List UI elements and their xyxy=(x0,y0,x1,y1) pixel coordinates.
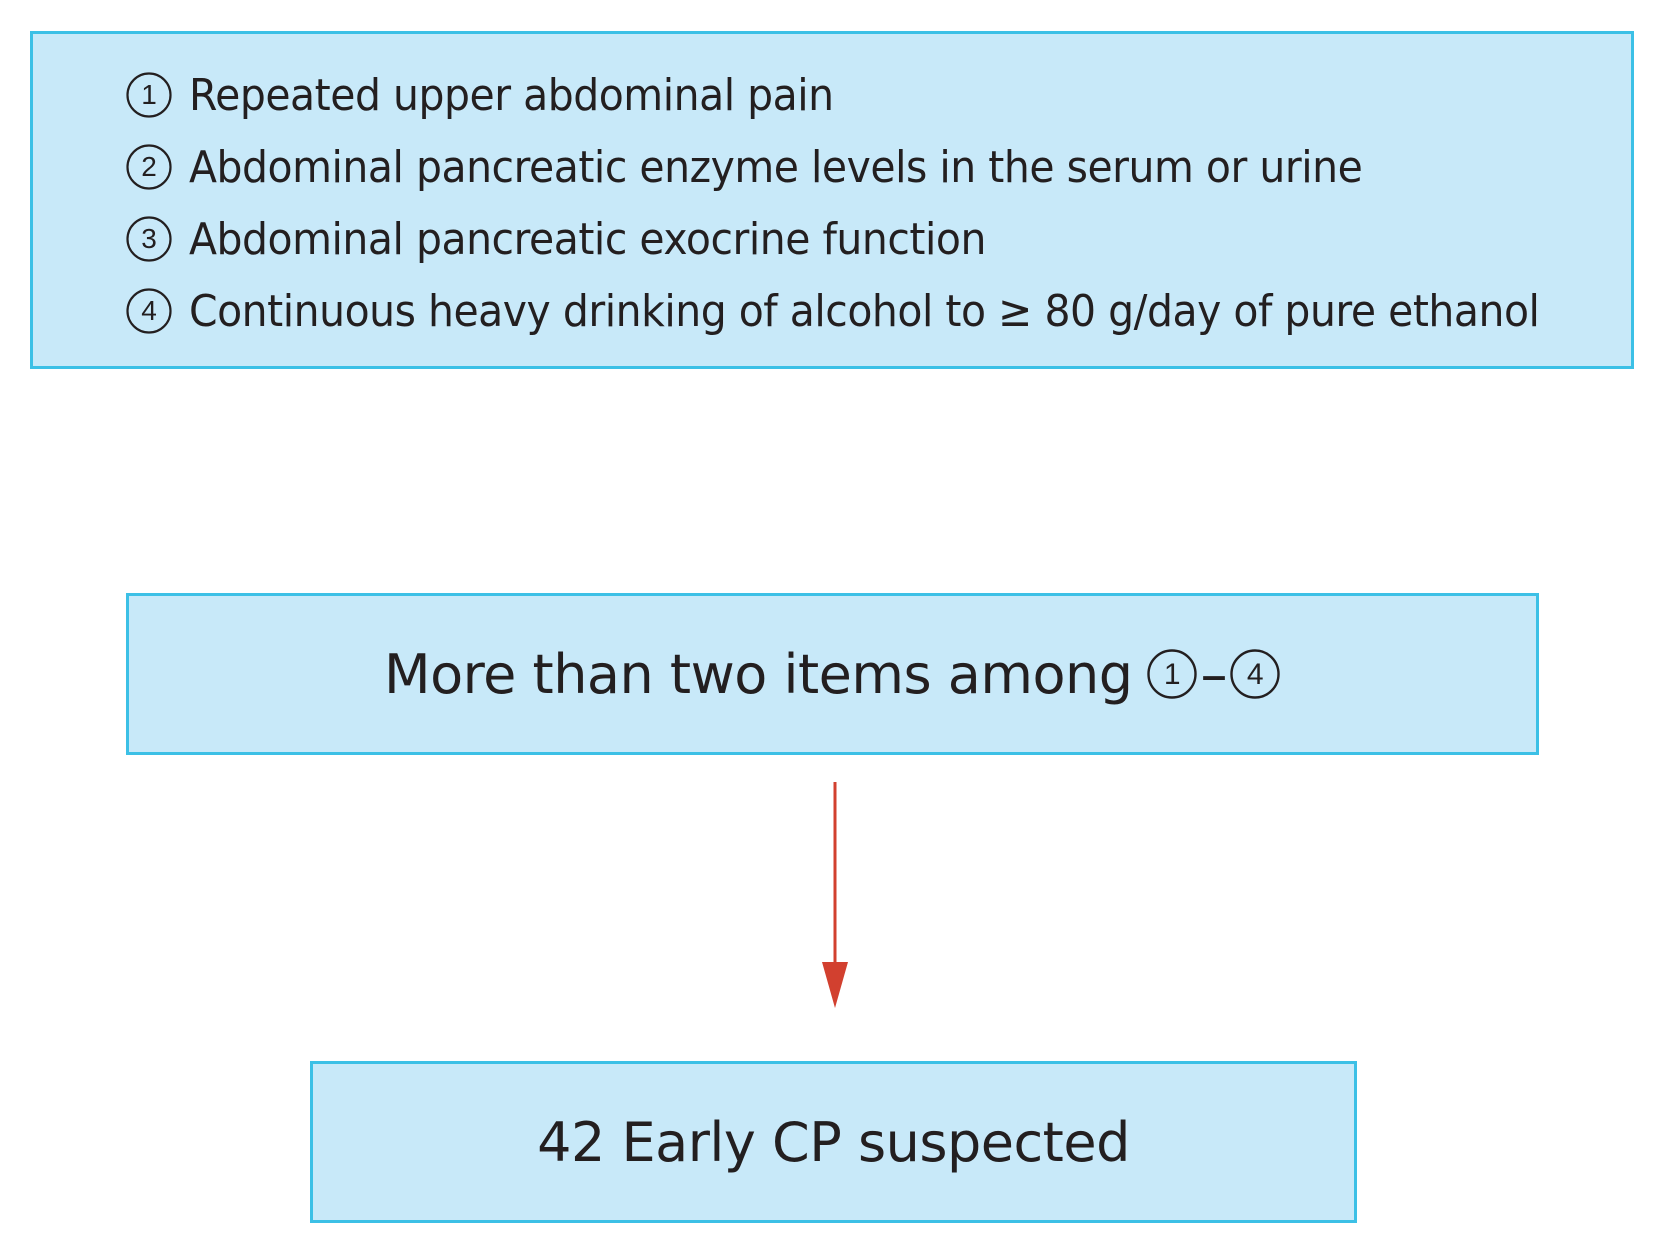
circled-number-1-icon: 1 xyxy=(1146,648,1198,700)
criteria-list-box: 1 Repeated upper abdominal pain 2 Abdomi… xyxy=(30,31,1634,369)
criteria-item-4: 4 Continuous heavy drinking of alcohol t… xyxy=(125,275,1631,347)
condition-line: More than two items among 1 – 4 xyxy=(384,643,1281,706)
criteria-item-2: 2 Abdominal pancreatic enzyme levels in … xyxy=(125,131,1631,203)
circled-number-4-icon: 4 xyxy=(1229,648,1281,700)
result-text: 42 Early CP suspected xyxy=(537,1110,1130,1174)
criteria-item-3: 3 Abdominal pancreatic exocrine function xyxy=(125,203,1631,275)
range-dash: – xyxy=(1200,642,1227,706)
criteria-item-text: Abdominal pancreatic enzyme levels in th… xyxy=(189,141,1363,193)
circled-number-3-icon: 3 xyxy=(125,215,173,263)
down-arrow-icon xyxy=(822,782,848,1008)
svg-text:1: 1 xyxy=(1164,658,1180,691)
svg-text:1: 1 xyxy=(141,79,157,110)
svg-text:4: 4 xyxy=(1247,658,1263,691)
condition-text: More than two items among xyxy=(384,642,1133,706)
result-box: 42 Early CP suspected xyxy=(310,1061,1357,1223)
svg-text:4: 4 xyxy=(141,295,157,326)
circled-number-2-icon: 2 xyxy=(125,143,173,191)
circled-number-1-icon: 1 xyxy=(125,71,173,119)
circled-number-4-icon: 4 xyxy=(125,287,173,335)
svg-text:3: 3 xyxy=(141,223,157,254)
svg-text:2: 2 xyxy=(141,151,157,182)
criteria-item-text: Repeated upper abdominal pain xyxy=(189,69,834,121)
criteria-item-text: Abdominal pancreatic exocrine function xyxy=(189,213,986,265)
criteria-item-text: Continuous heavy drinking of alcohol to … xyxy=(189,285,1540,337)
criteria-item-1: 1 Repeated upper abdominal pain xyxy=(125,59,1631,131)
condition-box: More than two items among 1 – 4 xyxy=(126,593,1539,755)
